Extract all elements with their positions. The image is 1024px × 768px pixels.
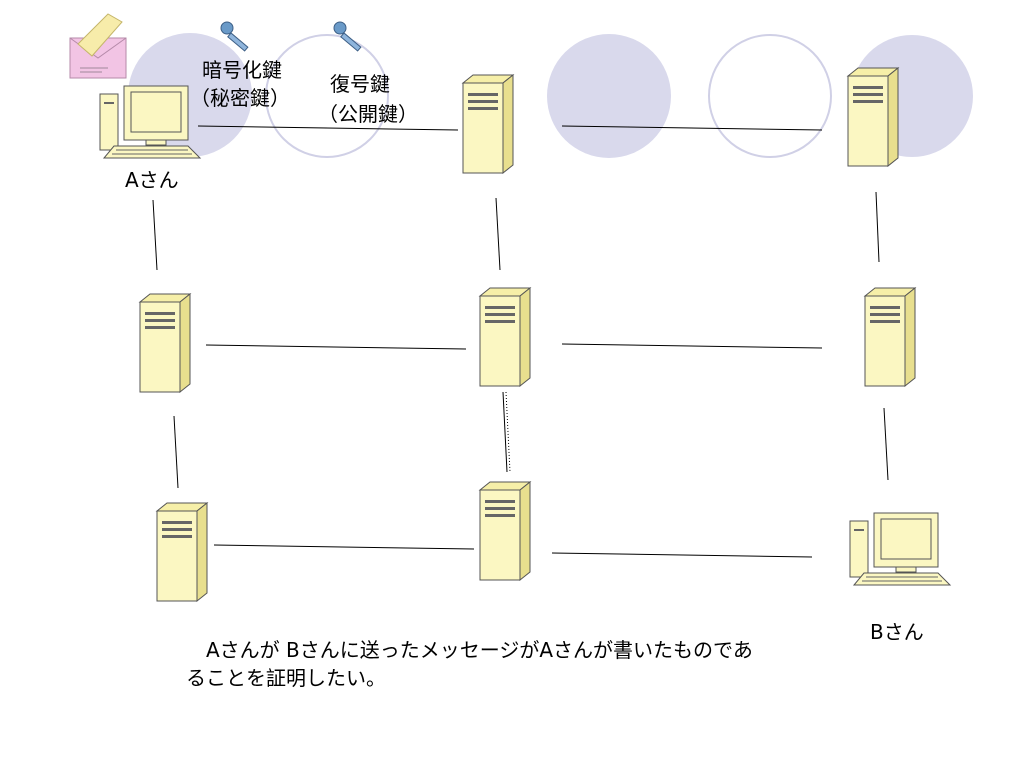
- caption-line-2: ることを証明したい。: [186, 666, 386, 690]
- server-icon: [479, 481, 531, 581]
- caption-line-1: Aさんが Bさんに送ったメッセージがAさんが書いたものであ: [186, 638, 753, 662]
- outline-circle: [265, 34, 389, 158]
- diagram-caption: Aさんが Bさんに送ったメッセージがAさんが書いたものであ ることを証明したい。: [186, 636, 846, 692]
- dotted-link: [505, 391, 511, 473]
- connection-lines: [152, 125, 889, 558]
- server-icon: [847, 67, 899, 167]
- computer-icon-a: [99, 85, 201, 159]
- computer-icon-b: [849, 512, 951, 586]
- encrypt-key-name: 暗号化鍵: [202, 58, 282, 82]
- server-icon: [156, 502, 208, 602]
- key-icon: [333, 21, 362, 52]
- decrypt-key-type: （公開鍵）: [318, 102, 418, 126]
- envelope-icon: [69, 13, 127, 79]
- server-icon: [479, 287, 531, 387]
- outline-circle: [708, 34, 832, 158]
- server-icon: [139, 293, 191, 393]
- key-icon: [220, 21, 249, 52]
- filled-circle: [547, 34, 671, 158]
- server-icon: [462, 74, 514, 174]
- user-a-label: Aさん: [125, 168, 179, 192]
- user-b-label: Bさん: [870, 620, 924, 644]
- decrypt-key-name: 復号鍵: [330, 72, 390, 96]
- server-icon: [864, 287, 916, 387]
- encrypt-key-type: （秘密鍵）: [190, 86, 290, 110]
